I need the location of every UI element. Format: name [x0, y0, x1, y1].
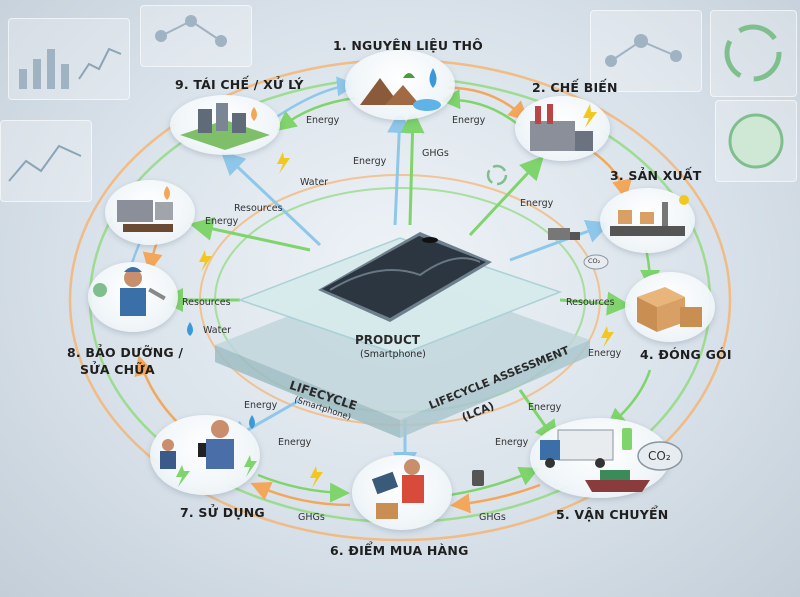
stage-label-recycling: 9. TÁI CHẾ / XỬ LÝ — [175, 77, 304, 92]
stage-label-maintenance-line2: SỬA CHỮA — [80, 362, 155, 377]
energy-bolt-icon-4 — [310, 466, 323, 488]
waste-processing-icon — [117, 186, 173, 232]
stage-node-packaging[interactable] — [625, 272, 715, 342]
background-globe-panel — [715, 100, 797, 182]
smartphone-icon — [318, 232, 492, 322]
stage-label-transport: 5. VẬN CHUYỂN — [556, 507, 669, 522]
stage-node-disposal[interactable] — [105, 180, 195, 245]
spoke-center-to-9 — [220, 150, 322, 247]
molecule-icon — [155, 15, 227, 47]
molecule-icon-right — [605, 34, 682, 67]
spoke-center-to-1-blue — [387, 109, 412, 226]
flow-label-energy-center: Energy — [353, 156, 387, 167]
stage-node-manufacturing[interactable] — [600, 188, 695, 253]
water-drop-icon-2 — [249, 415, 255, 429]
water-drop-icon — [187, 322, 193, 336]
recycle-icon — [724, 24, 782, 82]
stage-label-packaging: 4. ĐÓNG GÓI — [640, 347, 732, 362]
spoke-center-to-3 — [509, 219, 611, 262]
energy-bolt-icon-2 — [199, 250, 212, 272]
arrow-6-to-7 — [250, 481, 351, 507]
flow-label-resources-8: Resources — [182, 297, 231, 308]
energy-bolt-icon-3 — [601, 326, 614, 348]
truck-ship-icon — [540, 429, 650, 492]
platform-base-side-right — [400, 340, 590, 438]
stage-node-raw-materials[interactable] — [345, 50, 455, 120]
flow-label-energy-9-1: Energy — [306, 115, 340, 126]
flow-label-ghgs-6-7: GHGs — [298, 512, 325, 523]
recycle-arrows-icon — [486, 164, 508, 186]
globe-icon — [728, 113, 784, 169]
spoke-center-to-1-green — [400, 109, 425, 226]
line-chart-icon — [8, 144, 82, 182]
battery-icon — [622, 428, 632, 450]
stage-node-processing[interactable] — [515, 96, 610, 161]
fuel-canister-icon — [472, 470, 484, 486]
spoke-center-to-9-green — [189, 217, 311, 252]
co2-small-label: CO₂ — [588, 257, 601, 265]
flow-label-energy-1-2: Energy — [452, 115, 486, 126]
energy-bolt-icon — [277, 152, 290, 174]
shopping-person-icon — [371, 459, 424, 519]
flow-label-water-8: Water — [203, 325, 232, 336]
stage-node-use[interactable] — [150, 415, 260, 495]
background-molecule-panel-right — [590, 10, 702, 92]
co2-large-label: CO₂ — [648, 449, 671, 463]
background-chart-panel-left-top — [8, 18, 130, 100]
arrow-2-to-1 — [440, 89, 521, 127]
arrow-2-to-3 — [589, 148, 632, 200]
flow-label-energy-5b: Energy — [495, 437, 529, 448]
arrow-1-to-9 — [276, 96, 356, 132]
factory-icon — [530, 104, 597, 151]
background-molecule-panel-left — [140, 5, 252, 67]
stage-node-maintenance[interactable] — [88, 262, 178, 332]
arrow-7-to-6 — [257, 473, 350, 503]
flow-label-energy-left: Energy — [205, 216, 239, 227]
co2-cloud-icon-large — [637, 441, 683, 471]
arrow-6-to-5 — [449, 467, 540, 497]
flow-label-energy-7b: Energy — [278, 437, 312, 448]
energy-bolt-icon-5 — [244, 455, 257, 477]
product-subtitle: (Smartphone) — [360, 349, 426, 360]
flow-label-energy-7a: Energy — [244, 400, 278, 411]
stage-node-recycling[interactable] — [170, 95, 280, 155]
spoke-center-to-2 — [468, 155, 545, 237]
flow-label-ghgs-6-5: GHGs — [479, 512, 506, 523]
flow-label-ghgs-center: GHGs — [422, 148, 449, 159]
recycling-plant-icon — [180, 103, 270, 150]
platform-base-side — [215, 345, 400, 438]
background-line-chart-panel — [0, 120, 92, 202]
flow-label-resources-left: Resources — [234, 203, 283, 214]
flow-label-energy-4: Energy — [588, 348, 622, 359]
flow-label-energy-5a: Energy — [528, 402, 562, 413]
stage-label-use: 7. SỬ DỤNG — [180, 505, 265, 520]
stage-node-point-of-sale[interactable] — [352, 455, 452, 530]
bar-chart-icon — [19, 47, 122, 89]
arrow-5-to-6 — [450, 483, 541, 514]
spoke-center-to-4 — [559, 291, 631, 316]
stage-label-raw-materials: 1. NGUYÊN LIỆU THÔ — [333, 38, 483, 53]
repair-technician-icon — [93, 267, 166, 316]
raw-materials-icon — [360, 68, 441, 111]
assembly-line-icon — [610, 195, 689, 236]
small-truck-icon — [548, 228, 580, 240]
flow-label-resources-4: Resources — [566, 297, 615, 308]
phone-user-icon — [160, 420, 234, 487]
flow-label-water-center: Water — [300, 177, 329, 188]
stage-label-manufacturing: 3. SẢN XUẤT — [610, 168, 702, 183]
boxes-icon — [637, 287, 702, 332]
co2-cloud-icon-small — [583, 254, 609, 270]
arrow-7-to-8 — [134, 355, 181, 426]
stage-label-processing: 2. CHẾ BIẾN — [532, 80, 618, 95]
background-recycle-panel — [710, 10, 797, 97]
stage-label-point-of-sale: 6. ĐIỂM MUA HÀNG — [330, 543, 469, 558]
flow-label-energy-right: Energy — [520, 198, 554, 209]
product-title: PRODUCT — [355, 333, 420, 347]
stage-label-maintenance-line1: 8. BẢO DƯỠNG / — [67, 345, 184, 360]
